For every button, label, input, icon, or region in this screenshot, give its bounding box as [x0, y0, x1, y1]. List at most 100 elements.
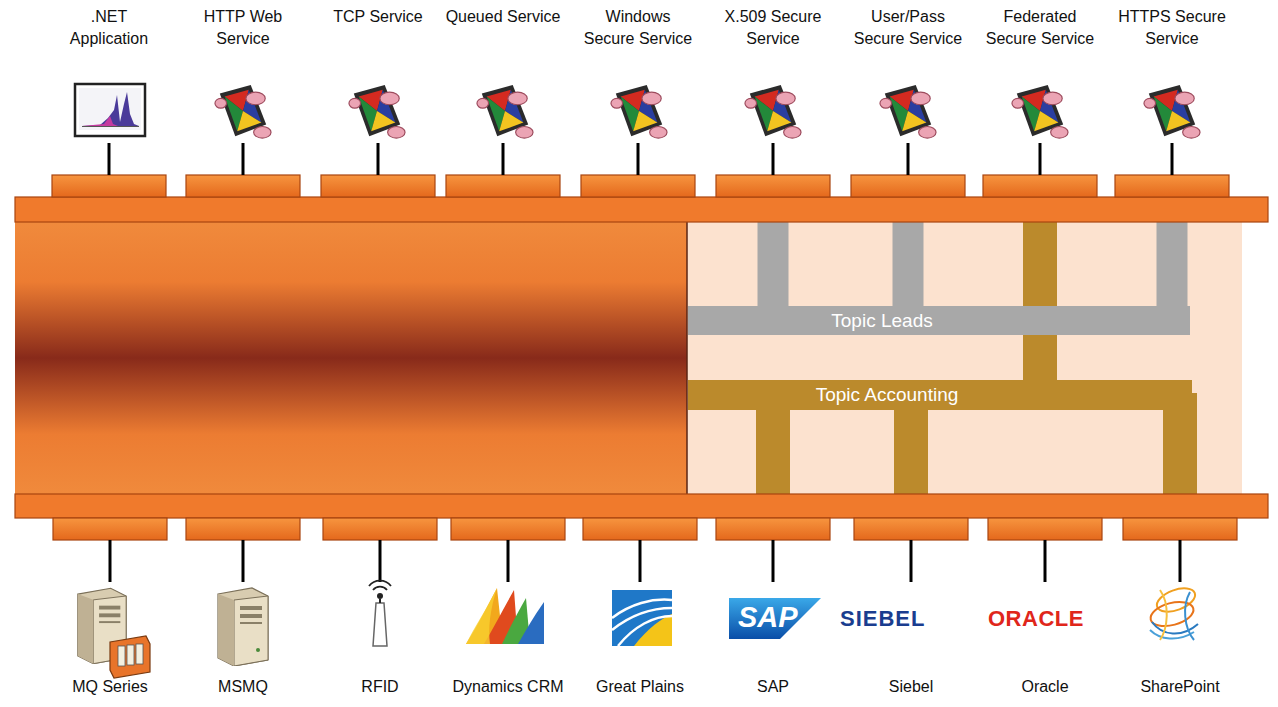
- endpoint-service: User/Pass Secure Service: [846, 6, 970, 144]
- adapter-blocks: [52, 175, 1237, 540]
- endpoint-label: Windows Secure Service: [580, 6, 696, 50]
- adapter-block: [53, 518, 167, 540]
- topic-band: Topic Accounting: [688, 380, 1192, 410]
- endpoint-label: TCP Service: [333, 6, 423, 28]
- topic-name: Topic Accounting: [816, 383, 959, 407]
- endpoint-label: Siebel: [889, 676, 933, 698]
- endpoint-label: User/Pass Secure Service: [850, 6, 966, 50]
- adapter-block: [323, 518, 437, 540]
- stem-line: [507, 540, 510, 582]
- stem-line: [772, 143, 775, 175]
- oracle-logo-text: ORACLE: [988, 606, 1084, 632]
- adapter-block: [446, 175, 560, 197]
- adapter-block: [988, 518, 1102, 540]
- endpoint-system: RFID: [308, 580, 452, 698]
- stem-line: [242, 143, 245, 175]
- bus-divider: [686, 222, 688, 494]
- topic-band: Topic Leads: [688, 306, 1190, 335]
- endpoint-label: RFID: [361, 676, 398, 698]
- endpoint-system: Great Plains: [568, 580, 712, 698]
- adapter-block: [581, 175, 695, 197]
- endpoint-label: SAP: [757, 676, 789, 698]
- stem-line: [907, 143, 910, 175]
- service-icon: [1144, 85, 1200, 138]
- stem-line: [1039, 143, 1042, 175]
- endpoint-label: Oracle: [1021, 676, 1068, 698]
- sap-logo: [729, 598, 821, 639]
- stem-line: [639, 540, 642, 582]
- adapter-block: [716, 518, 830, 540]
- endpoint-system: MQ Series: [38, 580, 182, 698]
- stem-line: [379, 540, 382, 582]
- adapter-block: [583, 518, 697, 540]
- siebel-logo-text: SIEBEL: [840, 606, 925, 632]
- rfid-antenna-icon: [369, 581, 391, 646]
- endpoint-label: HTTPS Secure Service: [1114, 6, 1230, 50]
- endpoint-service: X.509 Secure Service: [711, 6, 835, 144]
- endpoint-label: SharePoint: [1140, 676, 1219, 698]
- endpoint-service: Queued Service: [441, 6, 565, 144]
- endpoint-label: MQ Series: [72, 676, 148, 698]
- adapter-block: [186, 518, 300, 540]
- adapter-block: [983, 175, 1097, 197]
- endpoint-label: Federated Secure Service: [982, 6, 1098, 50]
- adapter-block: [1123, 518, 1237, 540]
- endpoint-service: Windows Secure Service: [576, 6, 700, 144]
- stem-line: [377, 143, 380, 175]
- endpoint-label: .NET Application: [51, 6, 167, 50]
- endpoint-service: HTTP Web Service: [181, 6, 305, 144]
- topic-name: Topic Leads: [831, 309, 932, 333]
- adapter-block: [854, 518, 968, 540]
- stem-line: [772, 540, 775, 582]
- endpoint-system: MSMQ: [171, 580, 315, 698]
- endpoint-system: Dynamics CRM: [436, 580, 580, 698]
- stem-line: [910, 540, 913, 582]
- adapter-block: [1115, 175, 1229, 197]
- endpoint-service: HTTPS Secure Service: [1110, 6, 1234, 144]
- msmq-server-icon: [218, 588, 268, 666]
- stem-line: [502, 143, 505, 175]
- endpoint-service: .NET Application: [47, 6, 171, 144]
- endpoint-label: Queued Service: [446, 6, 561, 28]
- dynamics-logo: [466, 588, 544, 644]
- mq-server-icon: [78, 588, 150, 678]
- endpoint-label: Great Plains: [596, 676, 684, 698]
- adapter-block: [52, 175, 166, 197]
- endpoint-label: X.509 Secure Service: [715, 6, 831, 50]
- stem-line: [242, 540, 245, 582]
- endpoint-system: Siebel: [839, 580, 983, 698]
- service-icon: [215, 85, 271, 138]
- endpoint-service: Federated Secure Service: [978, 6, 1102, 144]
- endpoint-system: Oracle: [973, 580, 1117, 698]
- sap-logo-text: SAP: [738, 601, 798, 634]
- stem-line: [1044, 540, 1047, 582]
- service-icon: [611, 85, 667, 138]
- stem-line: [1179, 540, 1182, 582]
- sharepoint-logo: [1148, 584, 1198, 640]
- monitor-icon: [75, 84, 145, 136]
- endpoint-system: SharePoint: [1108, 580, 1252, 698]
- service-icon: [1012, 85, 1068, 138]
- service-icon: [349, 85, 405, 138]
- top-bus-bar: [15, 197, 1268, 222]
- bus-body: [15, 222, 687, 494]
- adapter-block: [186, 175, 300, 197]
- endpoint-service: TCP Service: [316, 6, 440, 144]
- endpoint-label: MSMQ: [218, 676, 268, 698]
- bottom-bus-bar: [15, 494, 1268, 518]
- stem-line: [108, 143, 111, 175]
- adapter-block: [451, 518, 565, 540]
- adapter-block: [851, 175, 965, 197]
- adapter-block: [716, 175, 830, 197]
- endpoint-system: SAP: [701, 580, 845, 698]
- great-plains-logo: [612, 590, 672, 646]
- service-icon: [880, 85, 936, 138]
- service-icon: [745, 85, 801, 138]
- service-icon: [477, 85, 533, 138]
- stem-line: [1171, 143, 1174, 175]
- adapter-block: [321, 175, 435, 197]
- endpoint-label: HTTP Web Service: [185, 6, 301, 50]
- stem-lines: [109, 143, 1180, 582]
- stem-line: [637, 143, 640, 175]
